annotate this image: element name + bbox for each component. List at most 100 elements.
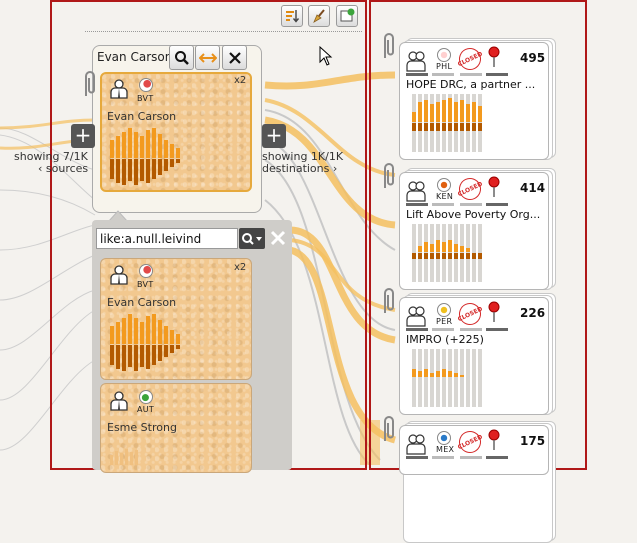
histogram-bar [164, 345, 168, 357]
histogram-bar [430, 349, 434, 407]
histogram-bar [448, 371, 452, 377]
histogram-bar [442, 100, 446, 122]
histogram-bar [164, 326, 168, 344]
source-name: Esme Strong [107, 421, 177, 434]
people-icon [406, 181, 426, 202]
pin-icon[interactable] [486, 176, 502, 198]
search-button[interactable] [169, 45, 194, 70]
histogram-bar [110, 345, 114, 365]
search-icon [174, 50, 189, 65]
histogram-bar [448, 98, 452, 122]
add-destination-button[interactable]: + [262, 124, 286, 148]
mini-bar [432, 328, 454, 331]
histogram-bar [454, 373, 458, 377]
filter-search-button[interactable] [239, 228, 265, 249]
histogram-bar [418, 102, 422, 122]
mini-bar [432, 203, 454, 206]
source-name: Evan Carson [107, 110, 177, 123]
histogram-bar [152, 159, 156, 179]
recipient-count: 495 [520, 51, 546, 65]
swap-arrows-icon [198, 52, 217, 63]
histogram-bar [478, 253, 482, 259]
destinations-link[interactable]: destinations › [262, 162, 338, 175]
histogram-bar [152, 314, 156, 344]
histogram-bar [424, 253, 428, 259]
clear-filter-icon[interactable] [270, 230, 286, 246]
histogram-bar [430, 244, 434, 252]
close-button[interactable] [222, 45, 247, 70]
histogram-bar [170, 330, 174, 344]
mini-bar [432, 73, 454, 76]
recipient-title[interactable]: HOPE DRC, a partner ... [406, 78, 536, 91]
recipient-count: 226 [520, 306, 546, 320]
sort-icon [286, 10, 300, 23]
flow-lines [0, 71, 397, 465]
histogram-bar [146, 130, 150, 158]
category-badge-icon [139, 78, 153, 92]
histogram-bar [436, 371, 440, 377]
histogram-bar [448, 349, 452, 407]
histogram-bar [466, 253, 470, 259]
histogram-bar [134, 159, 138, 185]
histogram-bar [128, 345, 132, 367]
mini-bar [460, 328, 482, 331]
mini-bar [486, 73, 508, 76]
mini-bar [432, 456, 454, 459]
histogram-bar [460, 123, 464, 131]
toolbar-divider [85, 31, 362, 32]
recipient-title[interactable]: Lift Above Poverty Org... [406, 208, 541, 221]
country-code: BVT [137, 94, 154, 103]
sources-showing: showing 7/1K [14, 150, 88, 163]
histogram-bar [424, 100, 428, 122]
destinations-showing: showing 1K/1K [262, 150, 344, 163]
histogram-bar [454, 349, 458, 407]
histogram-bar [128, 128, 132, 158]
histogram-bar [442, 242, 446, 252]
new-window-button[interactable] [336, 5, 358, 27]
histogram-bar [460, 100, 464, 122]
histogram-bar [116, 159, 120, 183]
histogram-bar [140, 159, 144, 181]
sort-button[interactable] [281, 5, 303, 27]
close-icon [228, 51, 241, 64]
recipient-title[interactable]: IMPRO (+225) [406, 333, 484, 346]
mini-bar [486, 203, 508, 206]
clean-button[interactable] [308, 5, 330, 27]
histogram-bar [424, 369, 428, 377]
histogram-bar [146, 316, 150, 344]
histogram-bar [418, 371, 422, 377]
swap-button[interactable] [195, 45, 220, 70]
list-panel-pointer [108, 210, 128, 222]
pin-icon[interactable] [486, 46, 502, 68]
histogram-bar [418, 253, 422, 259]
paperclip-icon [384, 288, 394, 313]
filter-input[interactable] [96, 228, 238, 249]
category-badge-icon [437, 431, 451, 445]
histogram-bar [122, 345, 126, 371]
pin-icon[interactable] [486, 429, 502, 451]
histogram-bar [110, 140, 114, 158]
histogram-bar [442, 349, 446, 407]
histogram-bar [176, 334, 180, 344]
sources-link[interactable]: ‹ sources [38, 162, 89, 175]
histogram-chart [110, 128, 180, 185]
country-code: PHL [436, 62, 453, 71]
pin-icon[interactable] [486, 301, 502, 323]
histogram-bar [460, 349, 464, 407]
add-source-button[interactable]: + [71, 124, 95, 148]
histogram-bar [418, 349, 422, 407]
histogram-bar [170, 159, 174, 167]
histogram-bar [412, 369, 416, 377]
histogram-bar [436, 240, 440, 252]
mini-bar [460, 203, 482, 206]
histogram-bar [460, 375, 464, 377]
source-name: Evan Carson [107, 296, 177, 309]
histogram-bar [140, 136, 144, 158]
histogram-bar [134, 318, 138, 344]
histogram-bar [448, 253, 452, 259]
histogram-bar [110, 159, 114, 179]
country-code: PER [436, 317, 453, 326]
new-window-icon [340, 8, 355, 22]
histogram-bar [140, 345, 144, 367]
paperclip-icon [384, 416, 394, 441]
